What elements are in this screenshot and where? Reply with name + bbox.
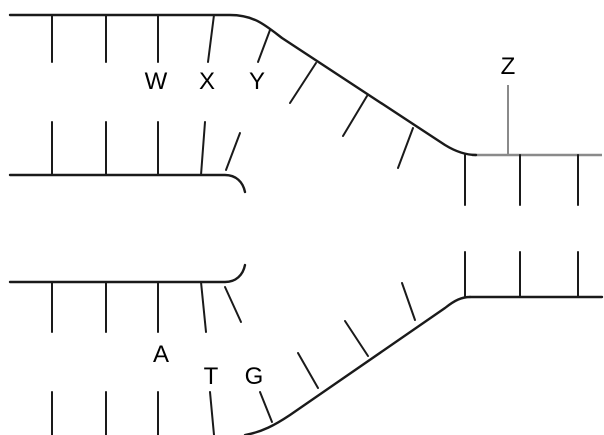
new-base xyxy=(225,132,241,171)
label-z: Z xyxy=(501,53,516,80)
template-base xyxy=(342,95,368,137)
template-base xyxy=(259,391,273,423)
label-y: Y xyxy=(249,68,265,95)
template-base xyxy=(209,391,215,435)
new-base xyxy=(224,286,242,323)
new-base xyxy=(200,281,207,333)
lower-template-strand xyxy=(243,295,472,435)
label-x: X xyxy=(199,68,215,95)
label-w: W xyxy=(145,68,168,95)
new-base xyxy=(200,121,206,176)
upper-template-strand xyxy=(8,13,478,157)
template-base xyxy=(297,352,319,389)
template-base xyxy=(397,127,414,169)
upper-template-bases xyxy=(51,14,414,169)
lower-new-strand xyxy=(8,263,247,284)
upper-new-bases xyxy=(51,121,241,176)
parental-base-pairs xyxy=(464,154,579,298)
label-t: T xyxy=(204,363,219,390)
label-a: A xyxy=(153,341,169,368)
upper-new-strand xyxy=(8,173,247,194)
label-g: G xyxy=(245,363,264,390)
template-base xyxy=(289,62,317,104)
template-base xyxy=(344,320,369,357)
template-base xyxy=(257,29,271,63)
template-base xyxy=(401,282,416,321)
lower-template-bases xyxy=(51,282,416,435)
template-base xyxy=(207,14,215,63)
lower-new-bases xyxy=(51,281,242,333)
